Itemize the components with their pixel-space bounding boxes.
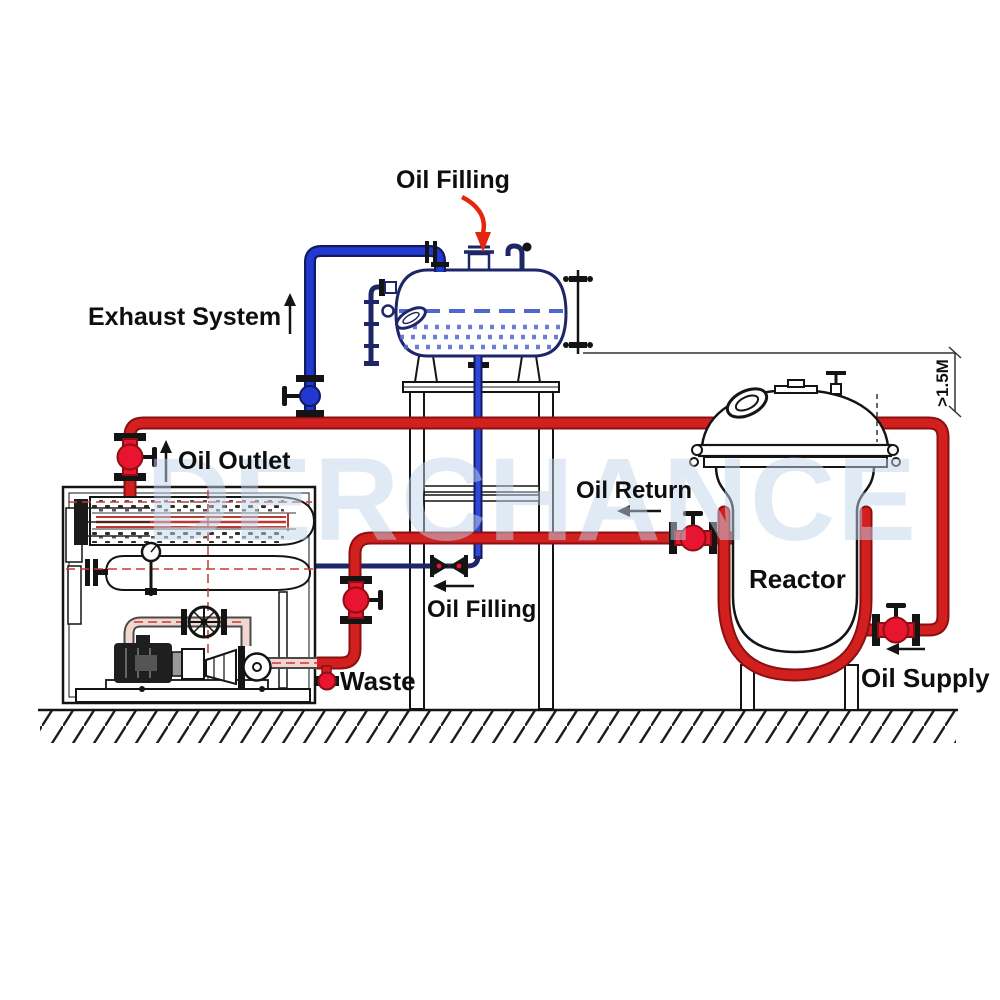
circulation-pump-icon [105,635,350,690]
oil-filling-valve [430,555,468,577]
overflow-pipe [368,284,396,363]
exhaust-up-arrow-icon [284,293,296,334]
expansion-tank [364,242,593,383]
oil-return-valve [668,510,718,555]
waste-valve-icon [315,665,339,691]
dome-valve-icon [826,371,846,395]
label-oil-supply: Oil Supply [861,663,990,693]
label-exhaust-system: Exhaust System [88,303,282,331]
label-min-height: >1.5M [933,359,952,407]
tank-saddle [516,355,542,383]
ground [38,708,958,743]
ground-hatch-icon [40,711,956,743]
manhole-icon [725,387,769,419]
oil-filling-pipe [316,356,483,569]
level-gauge [563,270,593,354]
oil-return-left-arrow-icon [617,505,661,517]
label-oil-filling-top: Oil Filling [396,166,510,194]
pump-skid [75,688,311,703]
reactor [689,371,901,711]
exhaust-pipe [304,241,449,420]
heating-element-flange [74,499,88,545]
oil-outlet-valve [113,432,158,482]
label-oil-return: Oil Return [576,477,693,504]
oil-outlet-up-arrow-icon [160,440,172,482]
reactor-vessel-icon [714,464,876,654]
exhaust-valve [281,374,325,418]
oil-supply-valve [871,602,921,647]
reactor-jacket [717,505,873,682]
vent-pipe [505,243,525,271]
oil-filling-red-arrow-icon [460,194,491,252]
label-oil-outlet: Oil Outlet [178,447,291,475]
fill-nozzle [467,252,491,272]
oil-supply-left-arrow-icon [886,643,925,655]
pressure-gauge-icon [140,541,162,596]
reactor-dome [700,388,890,448]
oil-heater [61,485,350,705]
oil-outlet-pipe [123,416,950,637]
oil-filling-left-arrow-icon [433,580,474,592]
sight-glass-icon [395,306,427,330]
handwheel-valve-icon [181,605,227,639]
arrows [160,194,925,655]
height-dimension [583,346,962,418]
label-waste: Waste [340,666,416,696]
label-oil-filling-mid: Oil Filling [427,596,537,623]
label-reactor: Reactor [749,564,846,594]
return-downcomer-valve [339,575,384,625]
tank-saddle [413,355,439,383]
